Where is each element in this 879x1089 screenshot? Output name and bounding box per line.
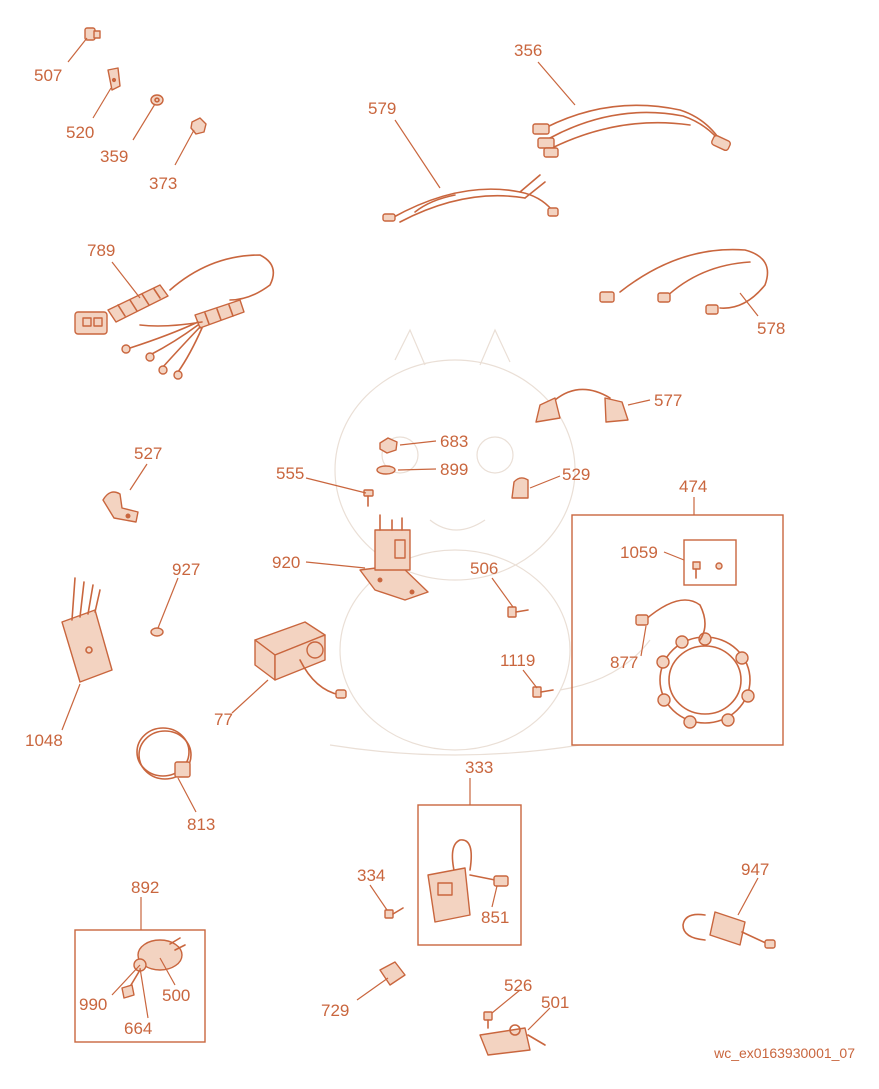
callout-920: 920 [272,553,300,572]
drawing-id: wc_ex0163930001_07 [713,1045,855,1061]
callout-labels: 507 520 359 373 356 579 789 578 577 683 … [25,41,855,1061]
callout-520: 520 [66,123,94,142]
part-373 [190,117,207,135]
part-359 [150,94,164,106]
callout-501: 501 [541,993,569,1012]
part-527 [102,491,139,523]
part-1048 [61,577,113,683]
callout-899: 899 [440,460,468,479]
callout-927: 927 [172,560,200,579]
part-947 [682,911,776,949]
kit-box-1059 [683,539,737,586]
part-578 [599,248,769,315]
part-927 [150,627,164,637]
callout-77: 77 [214,710,233,729]
part-506 [507,606,529,618]
callout-577: 577 [654,391,682,410]
callout-1059: 1059 [620,543,658,562]
callout-990: 990 [79,995,107,1014]
callout-529: 529 [562,465,590,484]
callout-507: 507 [34,66,62,85]
callout-851: 851 [481,908,509,927]
callout-334: 334 [357,866,385,885]
callout-578: 578 [757,319,785,338]
callout-373: 373 [149,174,177,193]
part-526 [483,1011,493,1029]
part-501 [479,1024,546,1056]
leader-lines [61,37,759,1031]
part-920 [359,514,429,601]
callout-356: 356 [514,41,542,60]
part-892 [121,937,186,999]
part-507 [84,27,101,41]
part-77 [254,621,347,699]
callout-729: 729 [321,1001,349,1020]
callout-474: 474 [679,477,707,496]
callout-664: 664 [124,1019,152,1038]
part-356 [532,104,731,158]
callout-359: 359 [100,147,128,166]
callout-1048: 1048 [25,731,63,750]
part-579 [382,174,559,223]
callout-877: 877 [610,653,638,672]
callout-683: 683 [440,432,468,451]
part-683 [379,437,398,454]
part-1059 [692,561,723,579]
part-333 [427,839,509,923]
part-813 [136,727,192,780]
part-577 [535,388,629,423]
callout-789: 789 [87,241,115,260]
part-529 [511,477,529,499]
part-1119 [532,686,554,698]
callout-506: 506 [470,559,498,578]
callout-1119: 1119 [500,651,535,670]
callout-500: 500 [162,986,190,1005]
callout-555: 555 [276,464,304,483]
kit-box-474 [571,514,784,746]
callout-579: 579 [368,99,396,118]
part-334 [384,907,404,919]
callout-947: 947 [741,860,769,879]
callout-813: 813 [187,815,215,834]
part-899 [376,465,396,475]
callout-892: 892 [131,878,159,897]
callout-333: 333 [465,758,493,777]
kit-box-892 [74,929,206,1043]
part-789 [74,254,275,380]
part-520 [107,67,121,91]
part-877 [635,599,755,729]
callout-526: 526 [504,976,532,995]
callout-527: 527 [134,444,162,463]
